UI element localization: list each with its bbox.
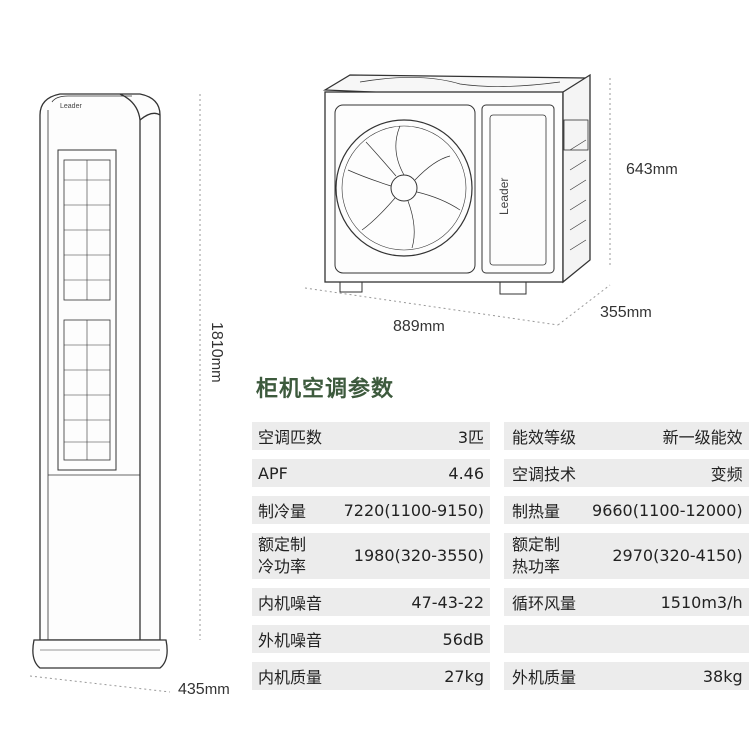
outdoor-height-label: 643mm: [626, 161, 678, 179]
column-gap: [490, 533, 504, 579]
spec-value: [586, 625, 749, 653]
spec-label: 空调匹数: [252, 422, 329, 450]
outdoor-height-unit: mm: [652, 161, 678, 178]
spec-label-line: 热功率: [512, 557, 561, 576]
indoor-unit-drawing: Leader: [29, 93, 201, 693]
table-row: 外机噪音 56dB: [252, 625, 749, 653]
outdoor-height-value: 643: [626, 161, 653, 178]
column-gap: [490, 625, 504, 653]
indoor-height-unit: mm: [208, 357, 225, 383]
spec-value: 7220(1100-9150): [328, 496, 491, 524]
spec-value: 4.46: [328, 459, 491, 487]
spec-label: 制冷量: [252, 496, 329, 524]
spec-label: 额定制热功率: [504, 533, 587, 579]
table-row: 空调匹数 3匹 能效等级 新一级能效: [252, 422, 749, 450]
spec-label: [504, 625, 587, 653]
table-row: 制冷量 7220(1100-9150) 制热量 9660(1100-12000): [252, 496, 749, 524]
outdoor-depth-value: 355: [600, 304, 627, 321]
spec-label-line: 额定制: [512, 535, 561, 554]
spec-value: 新一级能效: [586, 422, 749, 450]
outdoor-width-value: 889: [393, 318, 420, 335]
column-gap: [490, 422, 504, 450]
spec-value: 2970(320-4150): [586, 533, 749, 579]
spec-label: 内机质量: [252, 662, 329, 690]
column-gap: [490, 588, 504, 616]
spec-label: APF: [252, 459, 329, 487]
spec-label: 额定制冷功率: [252, 533, 329, 579]
indoor-depth-value: 435: [178, 681, 205, 698]
table-row: 额定制冷功率 1980(320-3550) 额定制热功率 2970(320-41…: [252, 533, 749, 579]
indoor-height-label: 1810mm: [207, 322, 225, 383]
spec-value: 47-43-22: [328, 588, 491, 616]
outdoor-logo: Leader: [497, 178, 511, 215]
spec-value: 变频: [586, 459, 749, 487]
spec-value: 1510m3/h: [586, 588, 749, 616]
indoor-logo: Leader: [60, 103, 82, 110]
indoor-height-value: 1810: [208, 322, 225, 358]
spec-value: 9660(1100-12000): [586, 496, 749, 524]
column-gap: [490, 496, 504, 524]
spec-label-line: 额定制: [258, 535, 307, 554]
spec-value: 27kg: [328, 662, 491, 690]
spec-label: 制热量: [504, 496, 587, 524]
spec-value: 3匹: [328, 422, 491, 450]
outdoor-unit-drawing: Leader: [304, 73, 611, 326]
outdoor-width-unit: mm: [419, 318, 445, 335]
spec-value: 56dB: [328, 625, 491, 653]
indoor-depth-unit: mm: [204, 681, 230, 698]
indoor-depth-label: 435mm: [178, 681, 230, 699]
outdoor-depth-unit: mm: [626, 304, 652, 321]
spec-value: 1980(320-3550): [328, 533, 491, 579]
spec-label: 循环风量: [504, 588, 587, 616]
spec-title: 柜机空调参数: [256, 377, 395, 402]
spec-table: 空调匹数 3匹 能效等级 新一级能效 APF 4.46 空调技术 变频 制冷量 …: [252, 413, 749, 699]
table-row: 内机噪音 47-43-22 循环风量 1510m3/h: [252, 588, 749, 616]
spec-value: 38kg: [586, 662, 749, 690]
outdoor-depth-label: 355mm: [600, 304, 652, 322]
column-gap: [490, 459, 504, 487]
spec-label: 能效等级: [504, 422, 587, 450]
spec-label: 外机质量: [504, 662, 587, 690]
table-row: APF 4.46 空调技术 变频: [252, 459, 749, 487]
spec-label-line: 冷功率: [258, 557, 307, 576]
table-row: 内机质量 27kg 外机质量 38kg: [252, 662, 749, 690]
spec-label: 外机噪音: [252, 625, 329, 653]
spec-label: 空调技术: [504, 459, 587, 487]
column-gap: [490, 662, 504, 690]
spec-label: 内机噪音: [252, 588, 329, 616]
outdoor-width-label: 889mm: [393, 318, 445, 336]
